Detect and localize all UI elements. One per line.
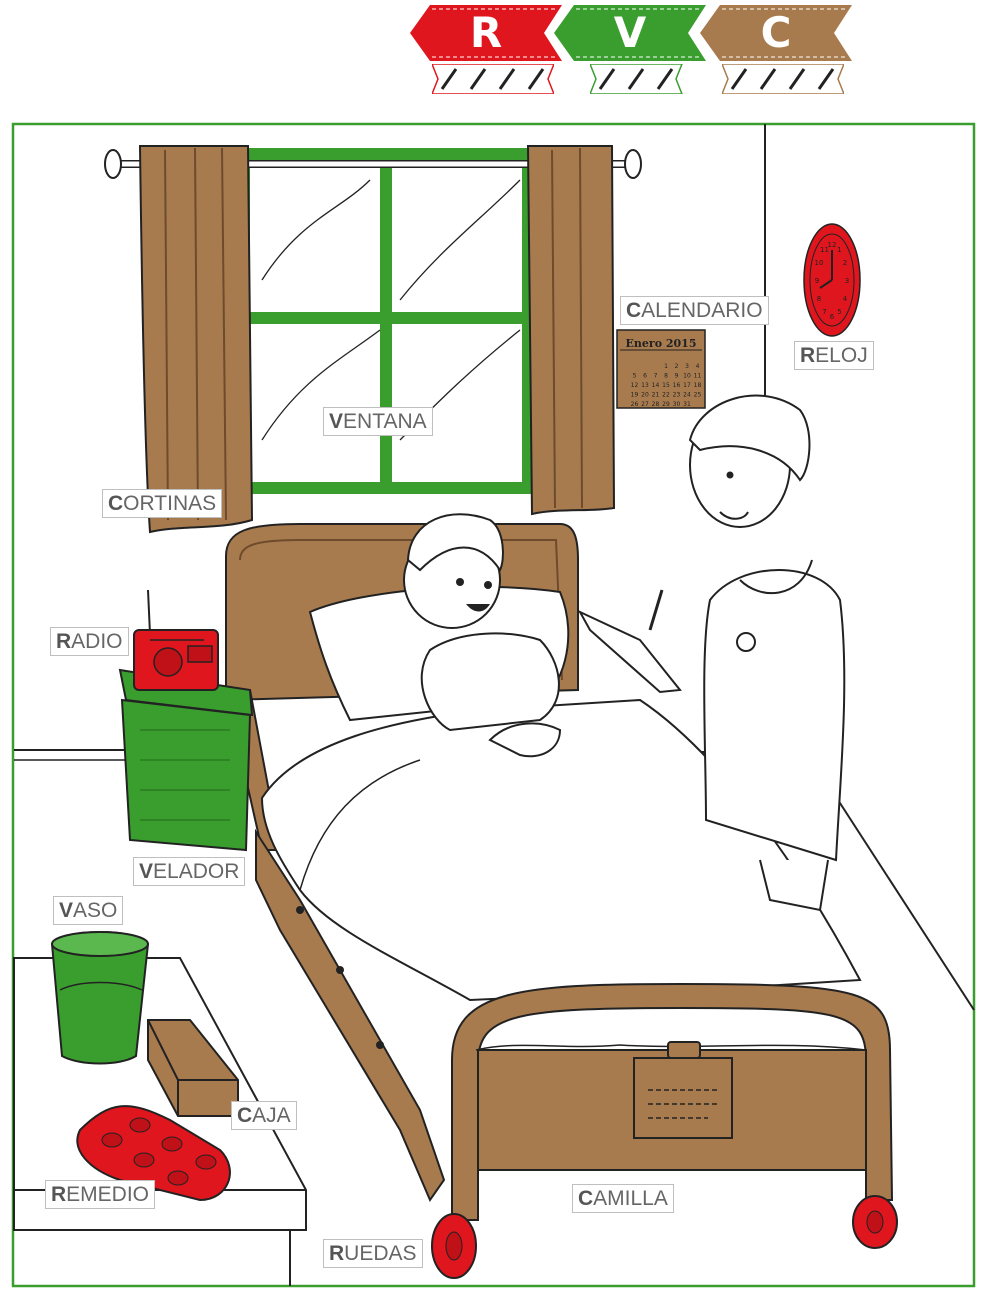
calendar-day: 24 bbox=[683, 392, 691, 399]
floor-line-right bbox=[837, 799, 975, 1011]
clock-numeral: 8 bbox=[817, 295, 821, 303]
curtains-icon bbox=[138, 145, 616, 534]
bed-footboard-icon bbox=[451, 982, 894, 1221]
medicine-icon bbox=[76, 1105, 231, 1202]
wheels-icon bbox=[431, 1195, 898, 1279]
tally-mark bbox=[817, 68, 835, 90]
banner-r-ribbon-icon bbox=[410, 5, 562, 61]
scene-frame bbox=[11, 122, 976, 1288]
tally-mark bbox=[759, 68, 777, 90]
banner-c-letter: C bbox=[760, 8, 792, 57]
banner-c-ribbon-icon bbox=[700, 5, 852, 61]
label-vaso: VASO bbox=[53, 896, 124, 925]
banner-v: V bbox=[554, 5, 706, 61]
calendar-day: 8 bbox=[664, 373, 668, 380]
patient-icon bbox=[403, 513, 562, 758]
tally-mark bbox=[440, 68, 458, 90]
calendar-day: 16 bbox=[673, 382, 681, 389]
clock-numeral: 12 bbox=[828, 241, 837, 249]
tally-mark bbox=[788, 68, 806, 90]
tally-r bbox=[432, 64, 554, 94]
clock-numeral: 7 bbox=[822, 308, 826, 316]
doctor-icon bbox=[577, 394, 846, 912]
calendar-day: 9 bbox=[675, 373, 679, 380]
calendar-day: 10 bbox=[683, 373, 691, 380]
clock-numeral: 2 bbox=[843, 259, 847, 267]
calendar-day: 20 bbox=[641, 392, 649, 399]
tally-mark bbox=[598, 68, 616, 90]
calendar-day: 5 bbox=[633, 373, 637, 380]
clock-numeral: 11 bbox=[820, 246, 829, 254]
clock-numeral: 9 bbox=[815, 277, 819, 285]
calendar-day: 28 bbox=[652, 401, 660, 408]
tally-mark bbox=[527, 68, 545, 90]
clock-numeral: 6 bbox=[830, 313, 835, 321]
calendar-day: 6 bbox=[643, 373, 647, 380]
tally-v bbox=[590, 64, 683, 94]
calendar-day: 29 bbox=[662, 401, 670, 408]
label-calendario: CALENDARIO bbox=[620, 296, 769, 325]
calendar-day: 11 bbox=[694, 373, 702, 380]
calendar-day: 7 bbox=[654, 373, 658, 380]
calendar-day: 31 bbox=[683, 401, 691, 408]
window-icon bbox=[231, 148, 535, 494]
calendar-day: 26 bbox=[631, 401, 639, 408]
calendar-day: 12 bbox=[631, 382, 639, 389]
label-remedio: REMEDIO bbox=[45, 1180, 156, 1209]
tally-mark bbox=[627, 68, 645, 90]
banner-c: C bbox=[700, 5, 852, 61]
calendar-day: 23 bbox=[673, 392, 681, 399]
banner-v-ribbon-icon bbox=[554, 5, 706, 61]
patient-chart-icon bbox=[633, 1057, 733, 1139]
label-caja: CAJA bbox=[231, 1101, 297, 1130]
calendar-day: 14 bbox=[652, 382, 660, 389]
calendar-day: 25 bbox=[694, 392, 702, 399]
calendar-day: 4 bbox=[696, 363, 700, 370]
banner-r: R bbox=[410, 5, 562, 61]
tally-mark bbox=[498, 68, 516, 90]
label-radio: RADIO bbox=[50, 627, 129, 656]
banner-r-letter: R bbox=[469, 8, 503, 57]
pen-icon bbox=[648, 589, 664, 631]
calendar-day: 17 bbox=[683, 382, 691, 389]
clock-numeral: 3 bbox=[845, 277, 849, 285]
clock-numeral: 10 bbox=[815, 259, 824, 267]
clipboard-icon bbox=[577, 609, 682, 694]
calendar-title: Enero 2015 bbox=[626, 337, 697, 350]
radio-icon bbox=[133, 589, 219, 691]
nightstand-icon bbox=[118, 668, 254, 852]
bed-frame-icon bbox=[255, 828, 446, 1203]
calendar-day: 18 bbox=[694, 382, 702, 389]
calendar-day: 21 bbox=[652, 392, 660, 399]
tally-c bbox=[722, 64, 844, 94]
calendar-day: 2 bbox=[675, 363, 679, 370]
clock-numeral: 1 bbox=[837, 246, 841, 254]
clock-numeral: 4 bbox=[843, 295, 848, 303]
calendar-day: 27 bbox=[641, 401, 649, 408]
label-reloj: RELOJ bbox=[794, 341, 874, 370]
label-camilla: CAMILLA bbox=[572, 1184, 674, 1213]
tally-mark bbox=[656, 68, 674, 90]
glass-icon bbox=[50, 931, 150, 1065]
calendar-day: 3 bbox=[685, 363, 689, 370]
label-ruedas: RUEDAS bbox=[323, 1239, 423, 1268]
label-cortinas: CORTINAS bbox=[102, 489, 223, 518]
calendar-day: 19 bbox=[631, 392, 639, 399]
calendar-day: 22 bbox=[662, 392, 670, 399]
label-velador: VELADOR bbox=[133, 857, 246, 886]
tally-mark bbox=[730, 68, 748, 90]
clock-numeral: 5 bbox=[837, 308, 841, 316]
tally-mark bbox=[469, 68, 487, 90]
banner-v-letter: V bbox=[613, 8, 647, 57]
calendar-day: 1 bbox=[664, 363, 668, 370]
calendar-day: 30 bbox=[673, 401, 681, 408]
calendar-day: 15 bbox=[662, 382, 670, 389]
calendar-day: 13 bbox=[641, 382, 649, 389]
label-ventana: VENTANA bbox=[323, 407, 433, 436]
